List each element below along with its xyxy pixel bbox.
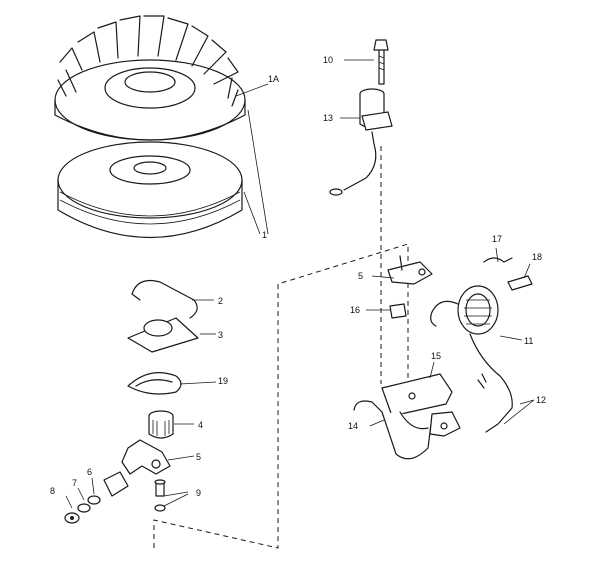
flywheel-part — [57, 141, 243, 238]
label-retainer-ring: 19 — [218, 376, 228, 386]
label-point-lever-5: 5 — [358, 271, 363, 281]
label-flywheel: 1 — [262, 230, 267, 240]
label-lever: 5 — [196, 452, 201, 462]
label-leaders — [65, 59, 535, 509]
clip-part — [483, 257, 513, 263]
label-points-15: 15 — [431, 351, 441, 361]
label-coil-11: 11 — [524, 336, 533, 346]
label-washer-8: 8 — [50, 486, 55, 496]
label-screw-10: 10 — [323, 55, 333, 65]
label-shield-18: 18 — [532, 252, 542, 262]
label-clip-17: 17 — [492, 234, 502, 244]
breaker-points-part — [353, 373, 461, 460]
label-nut-6: 6 — [87, 467, 92, 477]
washer-parts — [154, 479, 166, 512]
label-bracket-14: 14 — [348, 421, 358, 431]
condenser-part — [329, 88, 393, 196]
shield-part — [507, 275, 533, 291]
coil-part — [430, 285, 499, 335]
label-collar: 4 — [198, 420, 203, 430]
lever-part — [121, 439, 171, 475]
label-lead-12: 12 — [536, 395, 546, 405]
hardware-parts — [64, 471, 129, 524]
spring-clip-part — [131, 279, 198, 319]
dashed-leader — [153, 243, 409, 549]
terminal-part — [389, 303, 407, 319]
label-washers-9: 9 — [196, 488, 201, 498]
label-spring-clip: 2 — [218, 296, 223, 306]
lead-wire-part — [469, 333, 513, 433]
collar-part — [148, 410, 174, 439]
label-terminal-16: 16 — [350, 305, 360, 315]
label-fan: 1A — [268, 74, 279, 84]
label-plate: 3 — [218, 330, 223, 340]
fan-part — [54, 15, 246, 141]
retainer-ring-part — [127, 372, 182, 395]
plate-part — [127, 317, 199, 353]
label-lockwasher-7: 7 — [72, 478, 77, 488]
label-condenser-13: 13 — [323, 113, 333, 123]
screw-part — [373, 39, 389, 85]
upper-bracket-part — [387, 261, 433, 285]
